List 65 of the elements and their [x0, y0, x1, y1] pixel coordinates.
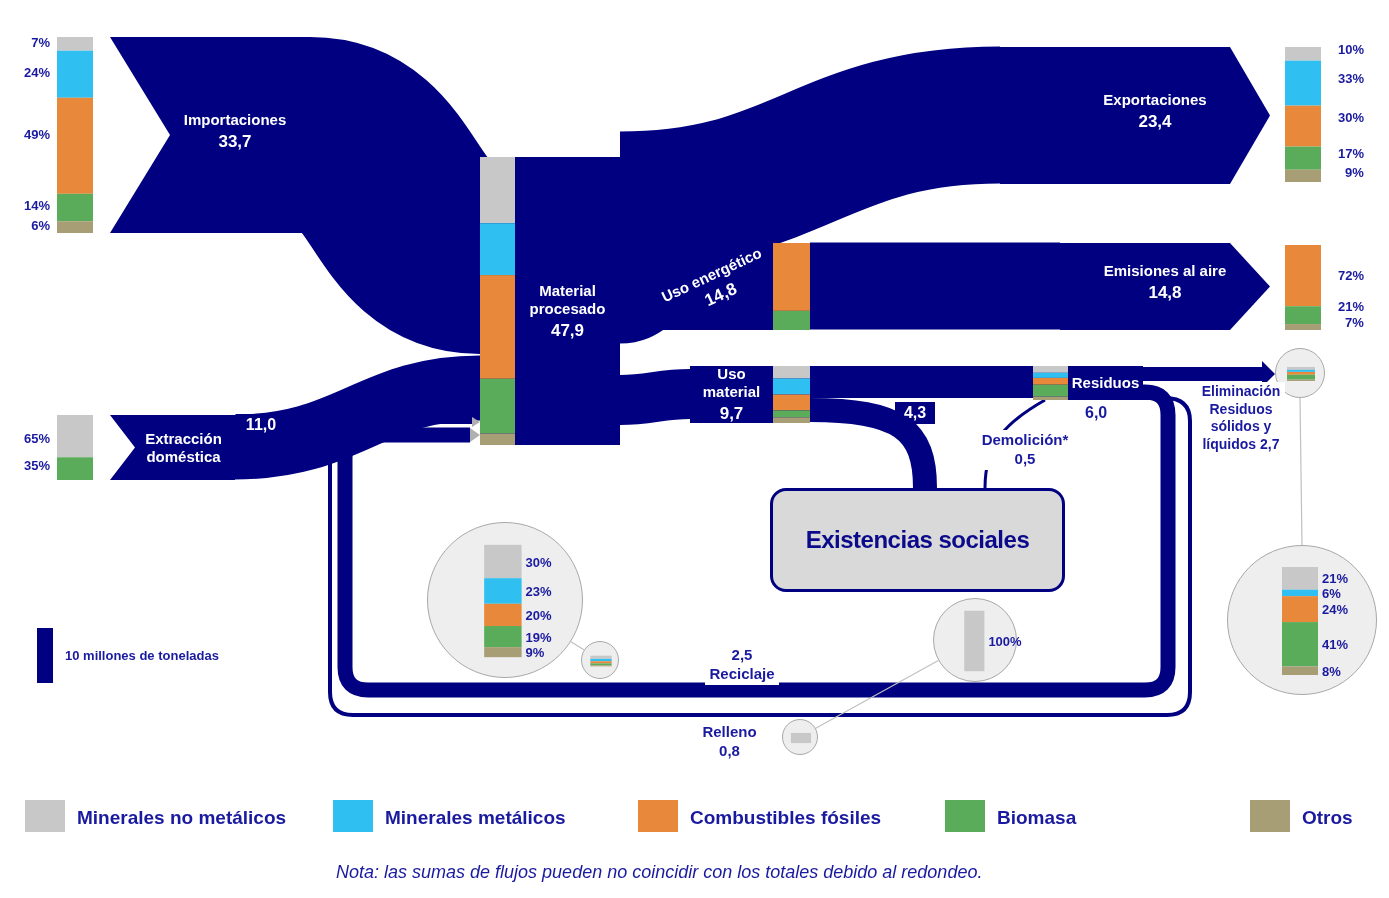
source-chevron	[110, 37, 310, 233]
percentage-label: 7%	[1345, 315, 1364, 329]
percentage-label: 21%	[1322, 571, 1349, 585]
node-title: Residuos	[1071, 374, 1140, 392]
node-value: 23,4	[1138, 112, 1172, 133]
caption: Nota: las sumas de flujos pueden no coincidir con los totales debido al redondeo.	[336, 862, 983, 883]
node-value: 33,7	[218, 132, 252, 153]
percentage-label: 14%	[23, 198, 50, 212]
leader-line	[815, 659, 939, 729]
source-chevron	[110, 415, 235, 480]
legend-label: Combustibles fósiles	[690, 807, 882, 829]
percentage-label: 6%	[31, 218, 50, 232]
flow-band	[810, 366, 1033, 398]
percentage-label: 30%	[525, 555, 552, 568]
legend-label: Minerales metálicos	[385, 807, 566, 829]
percentage-label: 100%	[988, 634, 1022, 648]
node-title: Uso material	[701, 364, 762, 401]
percentage-label: 49%	[23, 127, 50, 141]
percentage-label: 20%	[525, 608, 552, 622]
node-value: 14,8	[1148, 283, 1182, 304]
leader-line	[570, 641, 585, 651]
percentage-label: 19%	[525, 630, 552, 644]
edge-label: 4,3	[895, 402, 935, 424]
node-title: Exportaciones	[1103, 91, 1207, 110]
percentage-label: 23%	[525, 584, 552, 598]
flow-node	[690, 366, 810, 423]
leader-line	[1299, 397, 1303, 546]
output-arrow	[1000, 47, 1270, 184]
magnifier-circle	[581, 641, 619, 679]
flow-node	[1033, 366, 1143, 400]
legend-label: Minerales no metálicos	[77, 807, 287, 829]
percentage-label: 30%	[1338, 110, 1365, 124]
flow-band	[233, 355, 482, 480]
legend-label: 10 millones de toneladas	[65, 648, 219, 663]
node-value: 47,9	[550, 321, 585, 342]
percentage-label: 33%	[1338, 71, 1365, 85]
flow-band	[619, 369, 691, 425]
percentage-label: 65%	[23, 431, 50, 445]
percentage-label: 21%	[1338, 299, 1365, 313]
flow-node	[480, 157, 620, 445]
percentage-label: 72%	[1338, 268, 1365, 282]
percentage-label: 35%	[23, 458, 50, 472]
percentage-label: 6%	[1322, 586, 1341, 600]
flow-band	[810, 242, 1060, 330]
percentage-label: 24%	[1322, 602, 1349, 616]
percentage-label: 7%	[31, 35, 50, 49]
percentage-label: 9%	[525, 645, 545, 659]
node-title: Material procesado	[528, 282, 607, 319]
flow-band	[809, 398, 937, 489]
stock-box	[770, 488, 1065, 592]
percentage-label: 9%	[1345, 165, 1364, 179]
legend-label: Biomasa	[997, 807, 1077, 829]
legend-label: Otros	[1302, 807, 1353, 829]
node-title: Importaciones	[183, 111, 287, 130]
percentage-label: 8%	[1322, 664, 1341, 678]
percentage-label: 24%	[23, 65, 50, 79]
percentage-label: 17%	[1338, 146, 1365, 160]
output-arrow	[1060, 243, 1270, 330]
node-title: Emisiones al aire	[1103, 262, 1227, 281]
magnifier-circle	[782, 719, 818, 755]
node-title: Existencias sociales	[805, 525, 1030, 555]
percentage-label: 10%	[1338, 42, 1365, 56]
node-title: Extracción doméstica	[144, 429, 223, 466]
node-value: 9,7	[719, 403, 744, 425]
percentage-label: 41%	[1322, 637, 1349, 651]
